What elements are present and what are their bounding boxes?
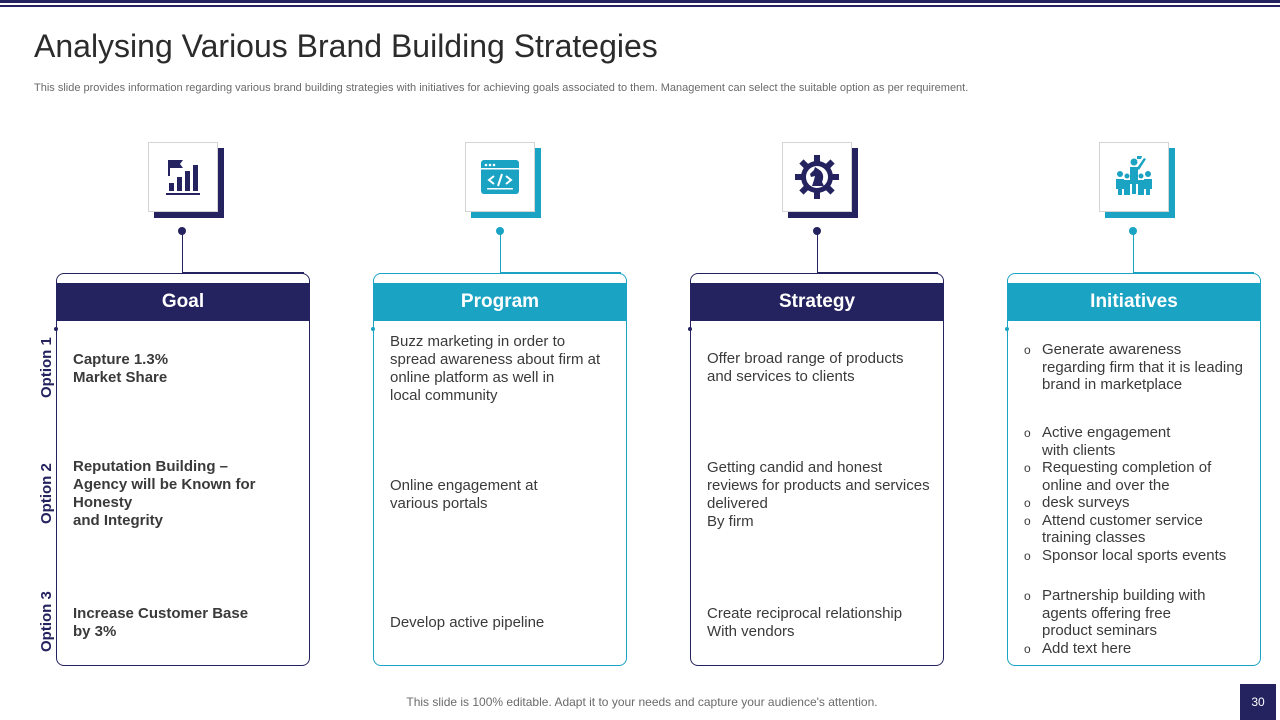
code-window-icon — [481, 160, 519, 194]
goal-card — [56, 273, 310, 666]
option-2-label: Option 2 — [38, 463, 55, 524]
slide-subtitle: This slide provides information regardin… — [34, 82, 969, 94]
program-card — [373, 273, 627, 666]
program-header: Program — [373, 283, 627, 321]
program-option-3: Develop active pipeline — [390, 614, 545, 631]
slide-title: Analysing Various Brand Building Strateg… — [34, 28, 658, 64]
strategy-connector-line — [816, 231, 818, 273]
initiatives-icon-tile — [1099, 142, 1175, 218]
goal-option-2: Reputation Building –Agency will be Know… — [73, 458, 256, 529]
goal-option-1: Capture 1.3%Market Share — [73, 351, 169, 386]
strategy-card — [690, 273, 944, 666]
page-number: 30 — [1240, 684, 1276, 720]
program-connector-line — [499, 231, 501, 273]
option-1-label: Option 1 — [38, 337, 55, 398]
gear-chess-knight-icon — [795, 155, 839, 199]
top-accent-bar — [0, 0, 1280, 3]
initiative-bullet: Add text here — [1024, 640, 1256, 658]
initiatives-header: Initiatives — [1007, 283, 1261, 321]
goal-icon-tile — [148, 142, 224, 218]
initiative-bullet: desk surveys — [1024, 494, 1256, 512]
initiative-bullet: Sponsor local sports events — [1024, 547, 1256, 565]
goal-connector-line — [181, 231, 183, 273]
goal-header: Goal — [56, 283, 310, 321]
initiatives-connector-line — [1132, 231, 1134, 273]
slide-footer: This slide is 100% editable. Adapt it to… — [406, 695, 878, 709]
program-icon-tile — [465, 142, 541, 218]
bar-chart-flag-icon — [166, 160, 200, 195]
option-3-label: Option 3 — [38, 591, 55, 652]
top-accent-line — [0, 5, 1280, 7]
team-leader-icon — [1116, 156, 1152, 195]
strategy-header: Strategy — [690, 283, 944, 321]
strategy-icon-tile — [782, 142, 858, 218]
